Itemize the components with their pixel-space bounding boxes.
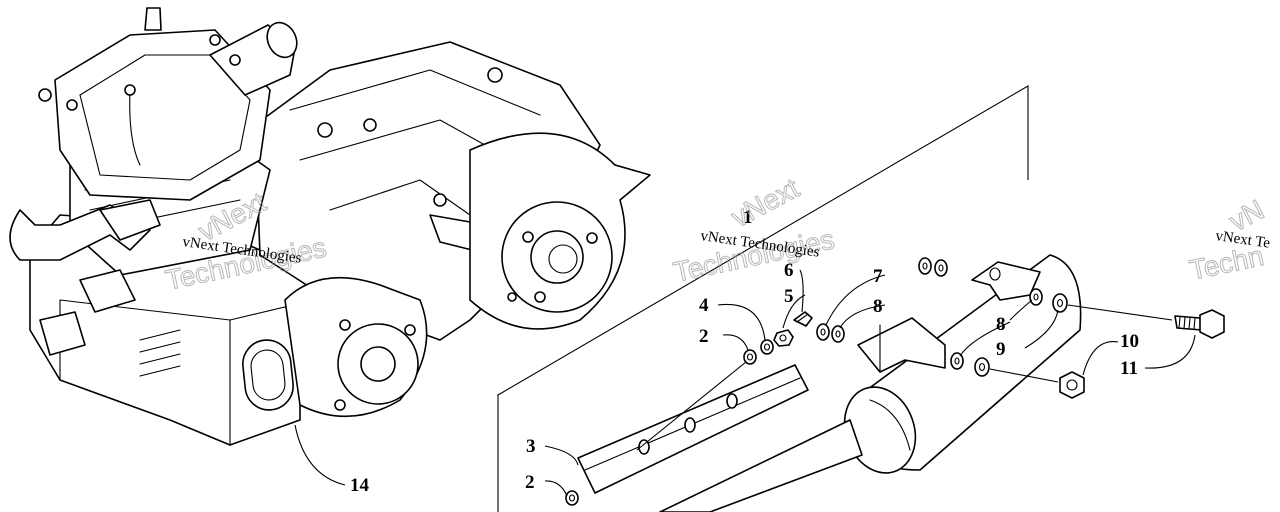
washer-9-pair [950, 352, 990, 377]
bolt-6 [793, 311, 813, 327]
callout-8-right: 8 [996, 314, 1006, 335]
washer-7-pair [918, 257, 948, 277]
muffler-bracket-front [857, 317, 946, 373]
watermark-right: vN Techn vNext Te [1186, 193, 1271, 286]
assembly-lines [636, 304, 1173, 451]
watermark-right-line: vNext Te [1214, 228, 1271, 252]
callout-14: 14 [350, 475, 370, 496]
nut-10 [1059, 371, 1085, 399]
watermark-center: vNext Technologies vNext Technologies [670, 172, 837, 289]
washer-8-right-pair [1029, 288, 1068, 313]
callout-4: 4 [699, 295, 709, 316]
callout-8-left: 8 [873, 296, 883, 317]
watermark-center-next: vNext [726, 172, 804, 233]
muffler [659, 254, 1082, 512]
washer-2-lower [565, 490, 579, 506]
callout-2-lower: 2 [525, 472, 535, 493]
assembly-1-bracket [497, 85, 1029, 512]
washer-2-upper [743, 349, 757, 365]
callout-1: 1 [743, 207, 753, 228]
callout-6: 6 [784, 260, 794, 281]
callout-7: 7 [873, 266, 883, 287]
nut-5 [773, 329, 794, 347]
callout-2-upper: 2 [699, 326, 709, 347]
engine-assembly [9, 7, 651, 446]
washer-8-left-pair [816, 323, 845, 343]
callout-10: 10 [1120, 331, 1139, 352]
callout-9: 9 [996, 339, 1006, 360]
washer-4 [760, 339, 774, 355]
callout-leaders [294, 269, 1196, 497]
heat-shield [577, 364, 809, 494]
callout-3: 3 [526, 436, 536, 457]
callout-11: 11 [1120, 358, 1138, 379]
bolt-11 [1174, 309, 1225, 339]
callout-5: 5 [784, 286, 794, 307]
